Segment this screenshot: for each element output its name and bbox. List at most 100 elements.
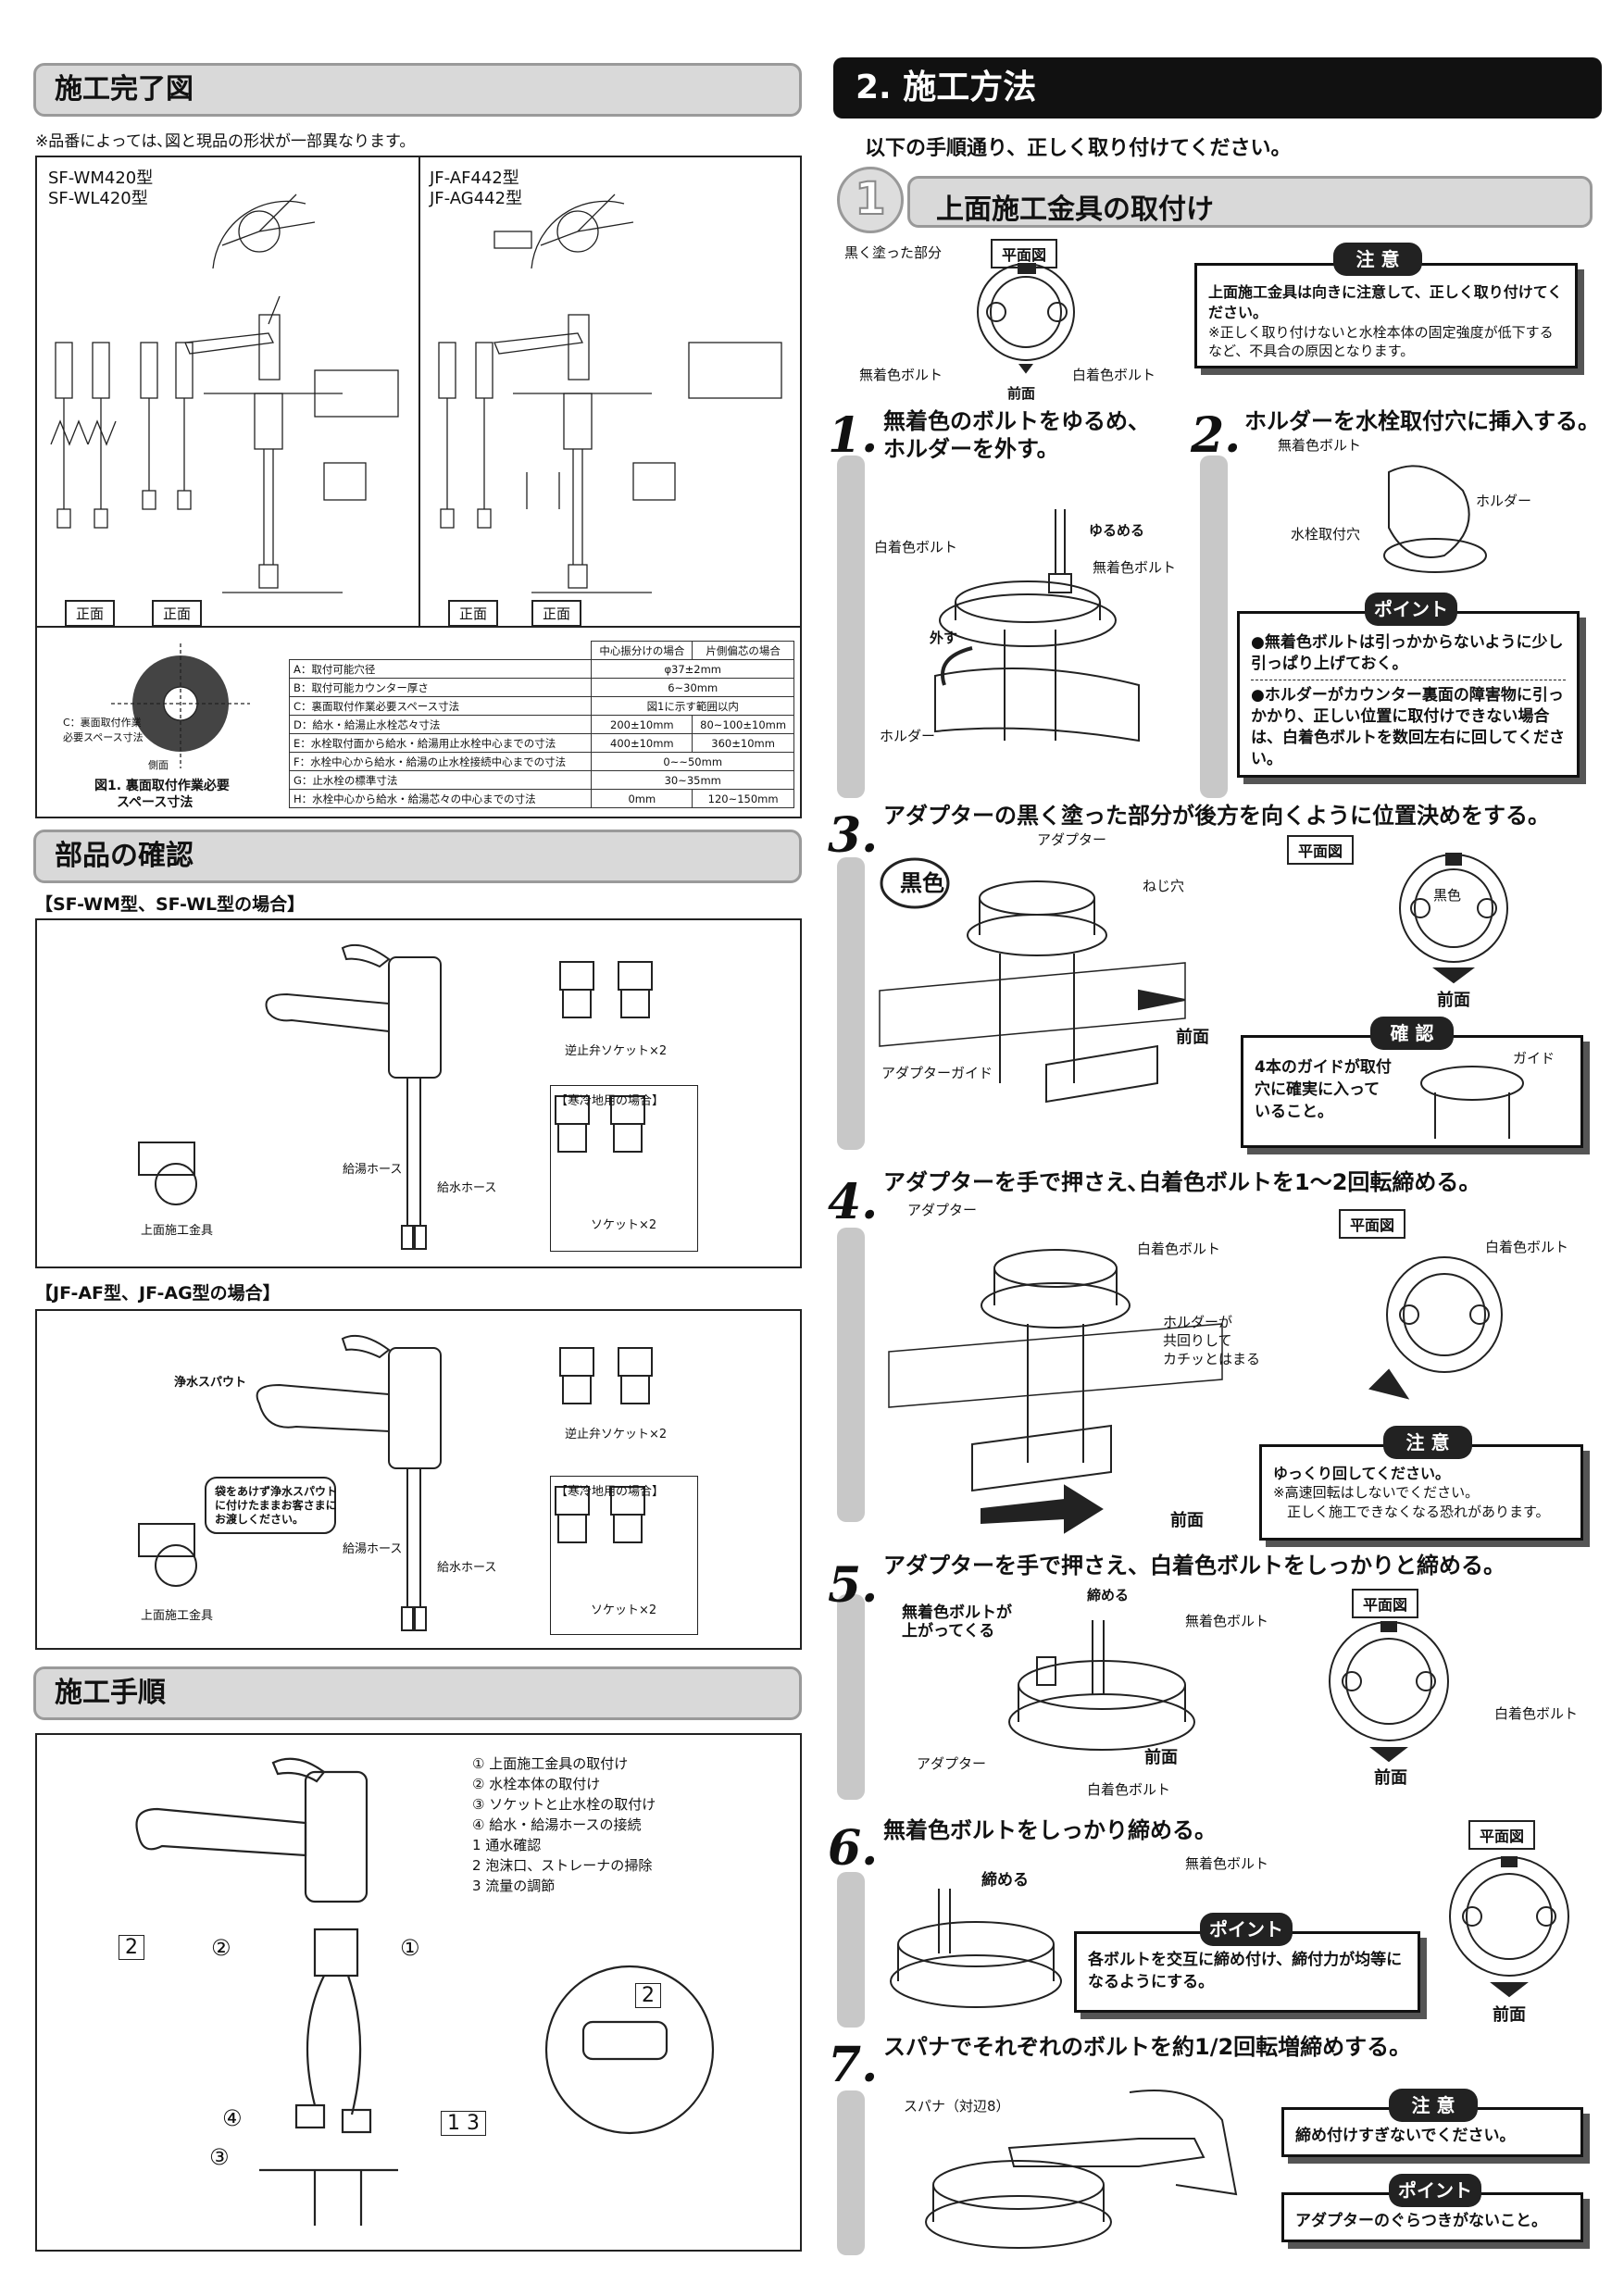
spec-cell: 図1に示す範囲以内 <box>591 696 794 716</box>
step-5-title: アダプターを手で押さえ、白着色ボルトをしっかりと締める。 <box>883 1553 1505 1578</box>
confirm-3-drawing <box>1420 1066 1524 1139</box>
procedure-frame: ① 上面施工金具の取付け ② 水栓本体の取付け ③ ソケットと止水栓の取付け ④… <box>35 1733 802 2252</box>
white-bolt-label-5: 白着色ボルト <box>1087 1781 1171 1798</box>
no-color-bolt-label-2: 無着色ボルト <box>1278 437 1362 454</box>
callout-2b: 2 <box>635 1983 661 2008</box>
caution-7-text: 締め付けすぎないでください。 <box>1295 2127 1516 2145</box>
bolt-rises-label: 無着色ボルトが 上がってくる <box>902 1603 1012 1641</box>
step-1-title: 無着色のボルトをゆるめ、 ホルダーを外す。 <box>883 408 1150 462</box>
step-strip-6 <box>837 1872 865 2028</box>
step-3-title: アダプターの黒く塗った部分が後方を向くように位置決めをする。 <box>883 803 1550 829</box>
point-tag-2: ポイント <box>1365 593 1457 626</box>
spec-h1: 中心振分けの場合 <box>591 641 693 660</box>
point-6-text: 各ボルトを交互に締め付け、締付力が均等になるようにする。 <box>1088 1951 1403 1991</box>
step-2-number: 2. <box>1191 407 1242 464</box>
cold-hose-label-jf: 給水ホース <box>437 1561 497 1575</box>
step-7-title: スパナでそれぞれのボルトを約1/2回転増締めする。 <box>883 2034 1412 2060</box>
adapter-label-5: アダプター <box>917 1755 987 1772</box>
hot-hose-label-jf: 給湯ホース <box>343 1542 403 1556</box>
front-label-b1: 正面 <box>448 600 499 627</box>
procedure-step-6: 2 泡沫口、ストレーナの掃除 <box>472 1857 653 1874</box>
tighten-label-5: 締める <box>1087 1587 1130 1603</box>
step-4-drawing <box>888 1249 1223 1534</box>
step-3-number: 3. <box>828 807 879 864</box>
adapter-label-3: アダプター <box>1037 831 1107 848</box>
top-fitting-label-sf: 上面施工金具 <box>141 1224 214 1238</box>
holder-turn-label: ホルダーが 共回りして カチッとはまる <box>1163 1314 1261 1367</box>
adapter-label-4: アダプター <box>907 1202 978 1218</box>
no-color-bolt-label-1: 無着色ボルト <box>1093 559 1177 576</box>
step-3-drawing <box>879 857 1186 1104</box>
step-6-plan <box>1449 1856 1569 1998</box>
front-label-6: 前面 <box>1493 2005 1526 2025</box>
spout-label: 浄水スパウト <box>174 1376 247 1390</box>
spec-cell: E：水栓取付面から給水・給湯用止水栓中心までの寸法 <box>288 733 593 753</box>
point-7-text: アダプターのぐらつきがないこと。 <box>1295 2212 1547 2230</box>
confirm-tag-3: 確 認 <box>1370 1017 1454 1050</box>
sub-heading-bar: 上面施工金具の取付け <box>907 176 1593 228</box>
caution-box-4: ゆっくり回してください。 ※高速回転はしないでください。 正しく施工できなくなる… <box>1259 1444 1583 1541</box>
callout-circle-1: ① <box>400 1935 420 1961</box>
front-label-4a: 前面 <box>1170 1511 1204 1530</box>
sub-heading-text: 上面施工金具の取付け <box>936 193 1214 226</box>
holder-label-2: ホルダー <box>1476 493 1532 509</box>
spec-cell: F：水栓中心から給水・給湯の止水栓接続中心までの寸法 <box>288 752 593 771</box>
faucet-drawing-a <box>50 193 399 593</box>
plan-view-5: 平面図 <box>1352 1589 1419 1618</box>
front-label-a2: 正面 <box>152 600 203 627</box>
tighten-label-6: 締める <box>981 1871 1029 1890</box>
faucet-drawing-b <box>438 193 782 593</box>
spec-cell: B：取付可能カウンター厚さ <box>288 678 593 697</box>
black-part-label: 黒く塗った部分 <box>844 244 943 261</box>
point-box-6: 各ボルトを交互に締め付け、締付力が均等になるようにする。 <box>1074 1931 1420 2013</box>
socket-label-jf: ソケット×2 <box>591 1603 657 1617</box>
confirm-3-text: 4本のガイドが取付穴に確実に入っていること。 <box>1255 1058 1392 1121</box>
procedure-step-1: ① 上面施工金具の取付け <box>472 1755 629 1772</box>
bag-note: 袋をあけず浄水スパウト に付けたままお客さまに お渡しください。 <box>215 1485 338 1526</box>
spec-cell: φ37±2mm <box>591 659 794 679</box>
divider-horizontal <box>37 626 800 628</box>
no-color-bolt-label-0: 無着色ボルト <box>859 367 943 383</box>
guide-label: ガイド <box>1513 1050 1555 1067</box>
front-label-0: 前面 <box>1007 385 1036 402</box>
spec-cell: 6~30mm <box>591 678 794 697</box>
spec-cell: 200±10mm <box>591 715 693 734</box>
parts-jf-frame: 浄水スパウト 袋をあけず浄水スパウト に付けたままお客さまに お渡しください。 … <box>35 1309 802 1650</box>
caution-tag-4: 注 意 <box>1383 1426 1472 1459</box>
parts-jf-title: 【JF-AF型、JF-AG型の場合】 <box>35 1283 281 1304</box>
step-1-drawing <box>934 509 1140 742</box>
plan-view-4: 平面図 <box>1339 1209 1406 1239</box>
procedure-step-4: ④ 給水・給湯ホースの接続 <box>472 1816 642 1833</box>
procedure-drawing <box>135 1757 715 2226</box>
intro-plan-drawing <box>977 263 1075 374</box>
front-label-a1: 正面 <box>65 600 116 627</box>
cold-region-box-sf <box>550 1085 698 1252</box>
completion-note: ※品番によっては､図と現品の形状が一部異なります。 <box>35 132 416 151</box>
caution-tag-7: 注 意 <box>1389 2089 1478 2122</box>
spec-cell: 400±10mm <box>591 733 693 753</box>
front-label-3a: 前面 <box>1176 1028 1209 1047</box>
spec-cell: G：止水栓の標準寸法 <box>288 770 593 790</box>
caution-1-sub: ※正しく取り付けないと水栓本体の固定強度が低下するなど、不具合の原因となります。 <box>1208 324 1554 359</box>
callout-1-3: 1 3 <box>441 2111 486 2136</box>
faucet-hole-label: 水栓取付穴 <box>1291 526 1361 543</box>
point-tag-6: ポイント <box>1200 1913 1293 1946</box>
front-label-3b: 前面 <box>1437 991 1470 1010</box>
spec-row: C：裏面取付作業必要スペース寸法図1に示す範囲以内 <box>288 696 794 716</box>
spec-cell: 30~35mm <box>591 770 794 790</box>
method-intro: 以下の手順通り、正しく取り付けてください。 <box>865 137 1292 160</box>
callout-circle-4: ④ <box>222 2105 243 2131</box>
step-1-number: 1. <box>828 407 879 464</box>
black-color-label-plan: 黒色 <box>1433 887 1462 904</box>
black-color-label: 黒色 <box>900 870 944 896</box>
adapter-guide-label: アダプターガイド <box>881 1065 993 1081</box>
step-3-plan <box>1399 853 1508 984</box>
check-socket-label-sf: 逆止弁ソケット×2 <box>565 1044 668 1058</box>
white-bolt-label-5b: 白着色ボルト <box>1494 1705 1579 1722</box>
socket-label-sf: ソケット×2 <box>591 1218 657 1232</box>
point-2-item-2: ●ホルダーがカウンター裏面の障害物に引っかかり、正しい位置に取付けできない場合は… <box>1251 686 1565 768</box>
step-5-number: 5. <box>828 1557 879 1614</box>
front-label-5a: 前面 <box>1144 1748 1178 1767</box>
